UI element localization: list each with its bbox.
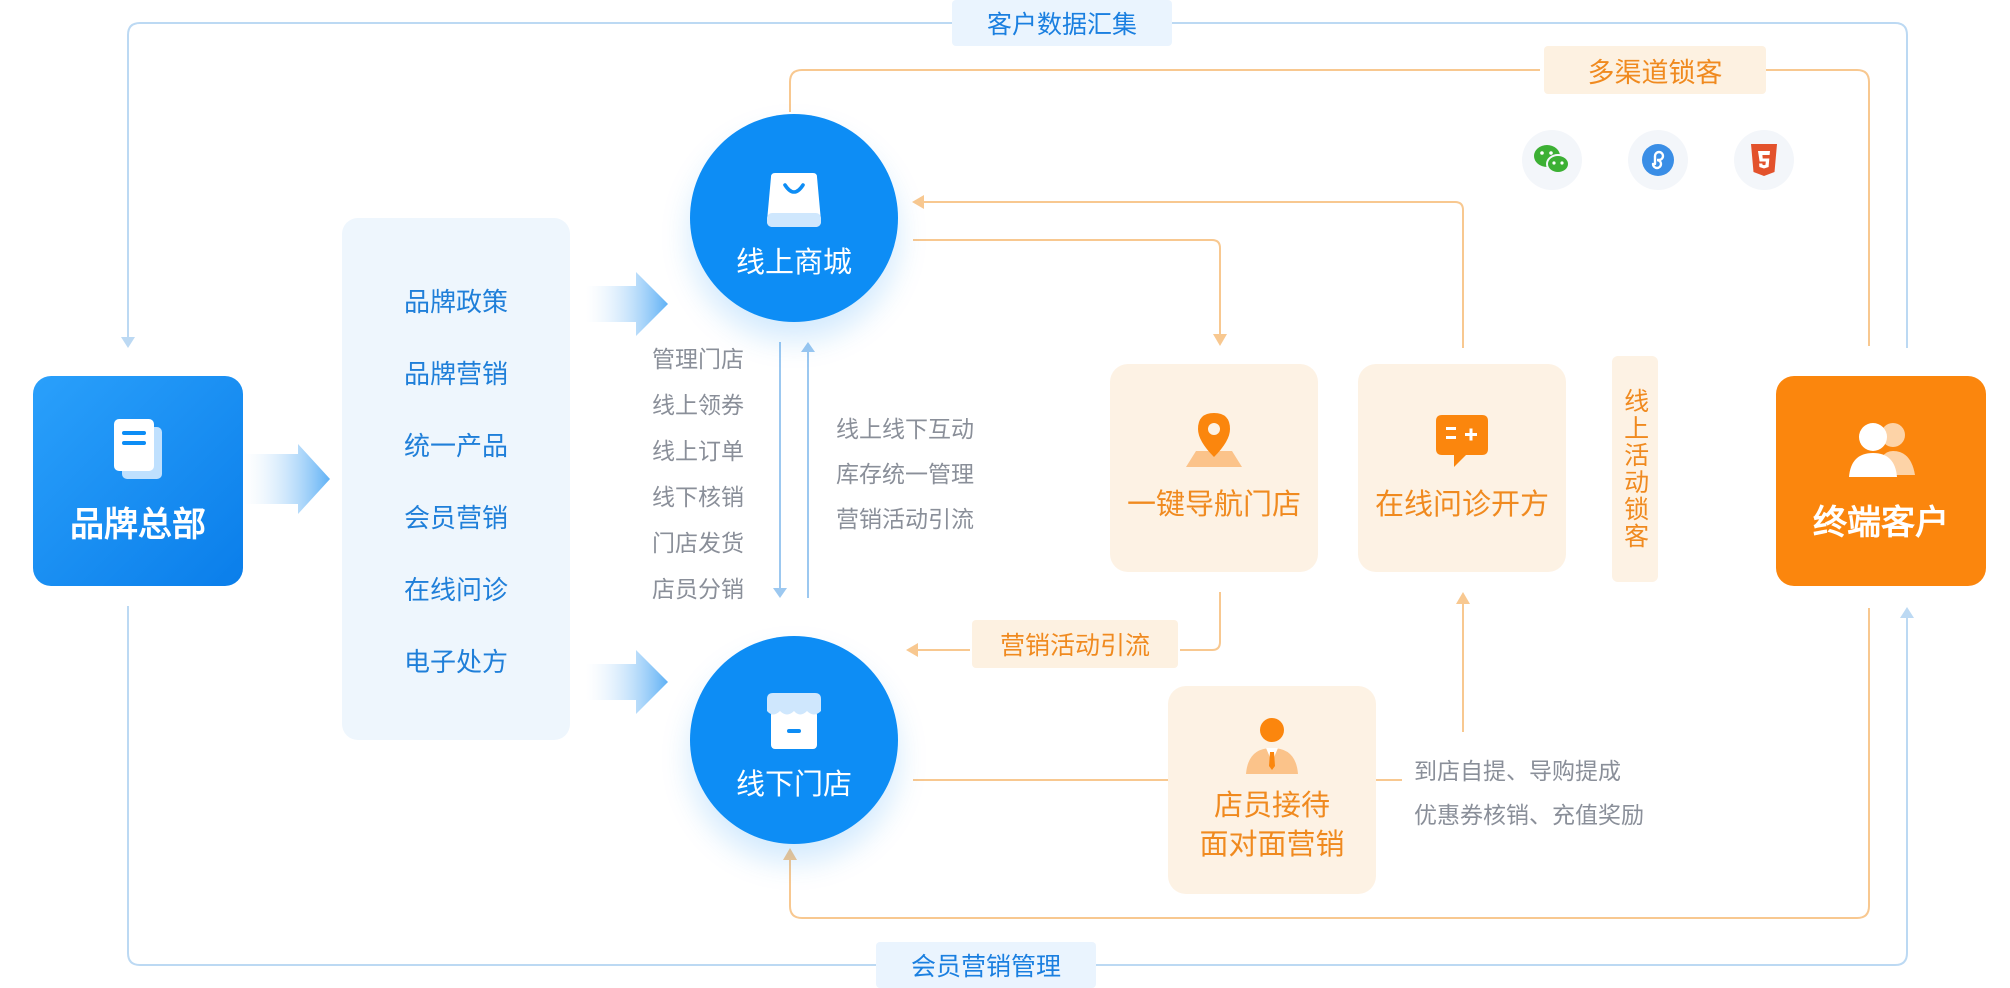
clerk-note-item: 优惠券核销、充值奖励 <box>1414 803 1644 829</box>
brand-hq-node: 品牌总部 <box>33 376 243 586</box>
orange-loop-bottom-line <box>789 608 1870 919</box>
loop-top-right-line <box>1170 22 1908 348</box>
online-mall-node: 线上商城 <box>690 114 898 322</box>
wechat-icon <box>1522 130 1582 190</box>
hq-to-policies-arrow <box>244 444 330 514</box>
clerk-note-item: 到店自提、导购提成 <box>1414 759 1621 785</box>
arrow-head <box>1456 592 1470 604</box>
clerk-icon <box>1244 716 1300 776</box>
html5-icon <box>1734 130 1794 190</box>
policy-item: 电子处方 <box>403 648 508 678</box>
arrow-head <box>801 342 815 352</box>
interaction-item: 库存统一管理 <box>836 462 974 488</box>
location-pin-icon <box>1184 411 1244 471</box>
mini-program-icon <box>1628 130 1688 190</box>
end-customer-label: 终端客户 <box>1813 502 1949 543</box>
brand-policy-panel <box>342 218 570 740</box>
online-consult-card: 在线问诊开方 <box>1358 364 1566 572</box>
store-function-item: 店员分销 <box>652 577 744 603</box>
interaction-item: 线上线下互动 <box>836 417 974 443</box>
policy-item: 在线问诊 <box>403 576 508 606</box>
policies-to-mall-arrow <box>586 272 668 336</box>
brand-hq-label: 品牌总部 <box>70 504 206 545</box>
arrow-head <box>906 643 918 657</box>
orange-loop-right-line <box>1764 69 1870 346</box>
arrow-head <box>783 848 797 860</box>
clerk-reception-line1: 店员接待 <box>1213 787 1330 822</box>
loop-top-left-line <box>127 22 954 346</box>
store-function-item: 线上领券 <box>652 393 744 419</box>
navigate-store-card: 一键导航门店 <box>1110 364 1318 572</box>
policy-item: 品牌营销 <box>403 360 508 390</box>
customer-data-label: 客户数据汇集 <box>952 0 1172 46</box>
online-activity-label: 线上活动锁客 <box>1612 356 1658 582</box>
marketing-traffic-label: 营销活动引流 <box>972 620 1178 668</box>
mall-to-navigate-line <box>913 239 1221 342</box>
consult-to-mall-line <box>920 201 1464 348</box>
store-function-item: 线下核销 <box>652 485 744 511</box>
store-function-item: 门店发货 <box>652 531 744 557</box>
multichannel-label: 多渠道锁客 <box>1544 46 1766 94</box>
arrow-head <box>912 195 924 209</box>
online-activity-text: 线上活动锁客 <box>1620 388 1650 550</box>
clerk-reception-card: 店员接待 面对面营销 <box>1168 686 1376 894</box>
loop-bottom-right-line <box>1096 610 1908 966</box>
policy-item: 统一产品 <box>403 432 508 462</box>
navigate-to-marketing-line <box>1180 592 1221 651</box>
interaction-item: 营销活动引流 <box>836 507 974 533</box>
end-customer-node: 终端客户 <box>1776 376 1986 586</box>
offline-store-label: 线下门店 <box>735 767 852 801</box>
online-consult-label: 在线问诊开方 <box>1374 487 1549 522</box>
online-mall-label: 线上商城 <box>735 245 852 279</box>
shopping-bag-icon <box>765 169 823 229</box>
policies-to-store-arrow <box>586 650 668 714</box>
policy-item: 会员营销 <box>403 504 508 534</box>
clerk-reception-line2: 面对面营销 <box>1199 827 1345 861</box>
store-function-item: 线上订单 <box>652 439 744 465</box>
arrow-head <box>1213 334 1227 346</box>
arrow-head <box>1900 607 1914 618</box>
navigate-store-label: 一键导航门店 <box>1126 487 1301 522</box>
storefront-icon <box>765 691 823 751</box>
offline-store-node: 线下门店 <box>690 636 898 844</box>
member-marketing-label: 会员营销管理 <box>876 942 1096 988</box>
chat-prescription-icon <box>1432 411 1492 471</box>
loop-bottom-left-line <box>127 606 876 966</box>
arrow-head <box>773 588 787 598</box>
document-icon <box>106 417 170 481</box>
arrow-head <box>121 337 135 348</box>
orange-loop-top-line <box>789 69 1540 112</box>
users-icon <box>1845 419 1917 479</box>
policy-item: 品牌政策 <box>403 288 508 318</box>
store-function-item: 管理门店 <box>652 347 744 373</box>
